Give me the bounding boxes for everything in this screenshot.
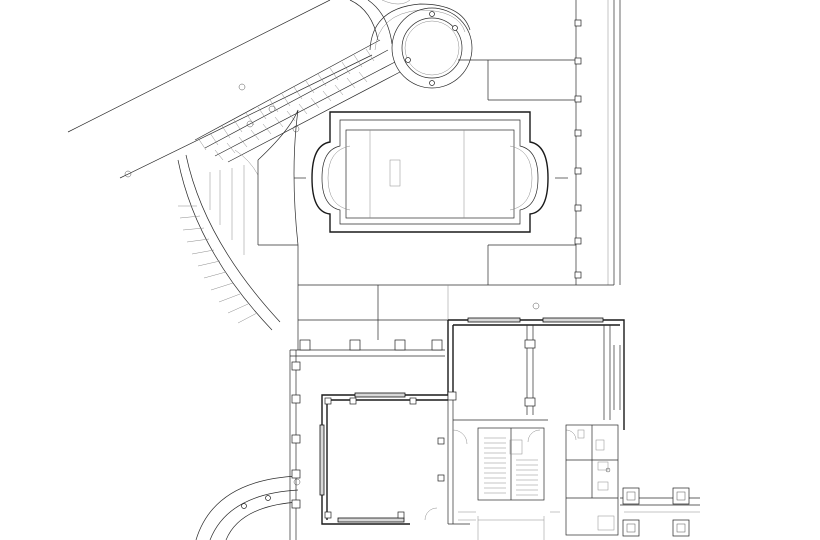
pool-court xyxy=(294,111,568,233)
staircase xyxy=(477,427,545,540)
right-colonnade xyxy=(574,19,582,279)
entrance-steps xyxy=(448,511,560,525)
pergola xyxy=(620,487,700,537)
curved-terrace xyxy=(195,475,301,540)
entrance-colonnade xyxy=(289,339,445,540)
site-boundary xyxy=(257,0,621,350)
round-tower xyxy=(391,7,473,89)
bathrooms xyxy=(565,424,619,536)
building-walls xyxy=(319,317,625,525)
curved-ramp xyxy=(67,0,471,331)
